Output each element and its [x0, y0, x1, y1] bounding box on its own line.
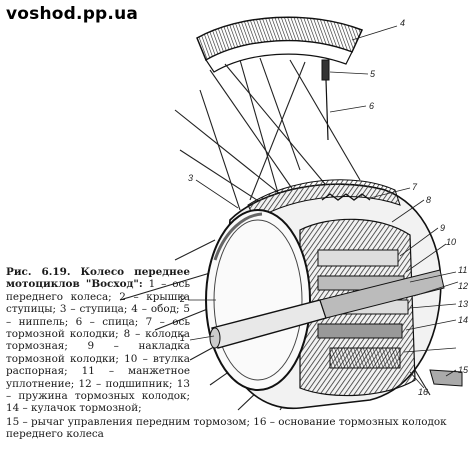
figure-caption: Рис. 6.19. Колесо переднее мотоциклов "В…	[6, 266, 190, 415]
spoke-end	[325, 79, 329, 141]
hub-cover	[205, 209, 311, 391]
callout-13: 13	[458, 299, 469, 309]
callout-14: 14	[458, 315, 469, 325]
callout-7: 7	[412, 182, 418, 192]
callout-11: 11	[458, 265, 468, 275]
callout-12: 12	[458, 281, 469, 291]
figure-caption-tail: 15 – рычаг управления передним тормозом;…	[6, 416, 447, 441]
brake-lever	[429, 369, 463, 387]
callout-8: 8	[426, 195, 432, 205]
callout-1: 1	[180, 333, 186, 343]
nipple	[321, 59, 330, 81]
callout-10: 10	[446, 237, 457, 247]
callout-6: 6	[369, 101, 375, 111]
caption-body: 1 – ось переднего колеса; 2 – крышка сту…	[6, 278, 190, 415]
watermark-text: voshod.pp.ua	[6, 4, 139, 24]
rim-segment	[196, 16, 364, 73]
axle	[209, 269, 445, 349]
callout-4: 4	[400, 18, 406, 28]
callout-3: 3	[188, 173, 194, 183]
callout-2: 2	[180, 294, 186, 304]
leader-lines	[188, 25, 459, 389]
callout-15: 15	[458, 365, 469, 375]
callout-16: 16	[418, 387, 429, 397]
callout-9: 9	[440, 223, 446, 233]
callout-5: 5	[370, 69, 376, 79]
caption-heading: Рис. 6.19. Колесо переднее мотоциклов "В…	[6, 266, 190, 291]
